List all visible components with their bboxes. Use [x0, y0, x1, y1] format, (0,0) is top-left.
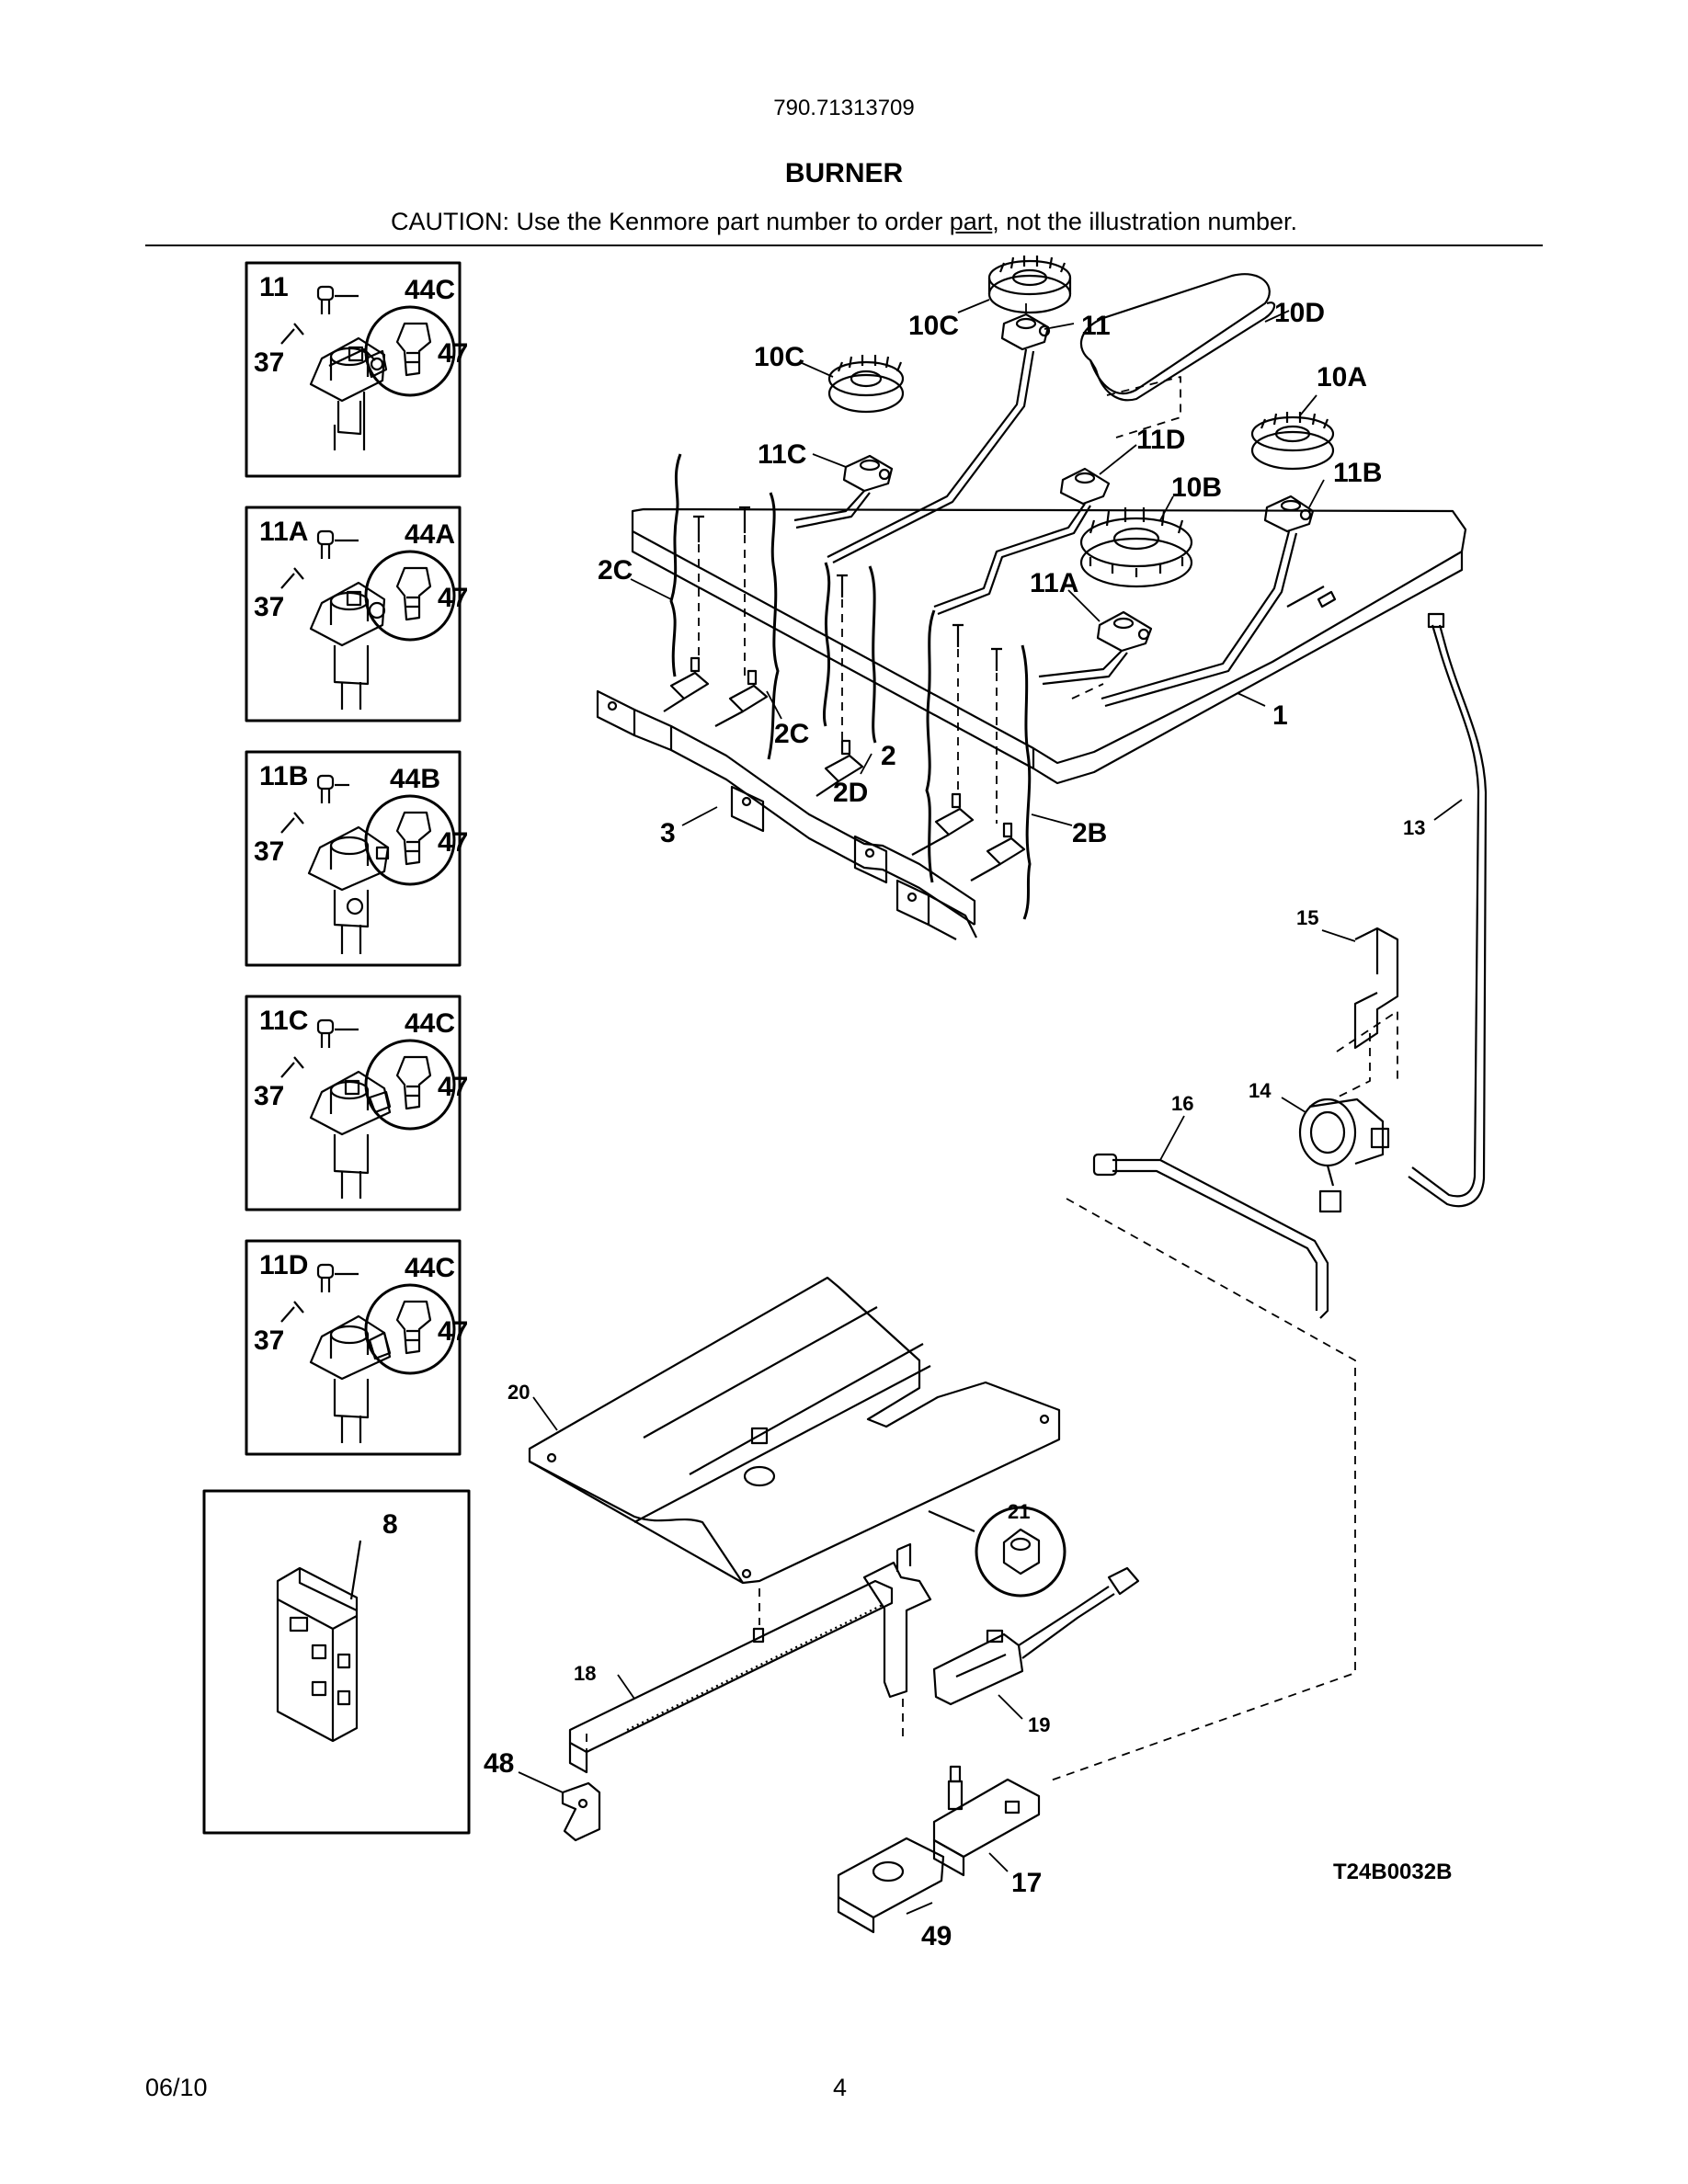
caution-underlined-word: part — [949, 208, 993, 235]
model-number: 790.71313709 — [773, 96, 915, 120]
callout-11c: 11C — [758, 439, 806, 470]
dashed-leaders — [586, 303, 1398, 1782]
caution-note: CAUTION: Use the Kenmore part number to … — [0, 208, 1688, 236]
callout-21: 21 — [1008, 1500, 1030, 1523]
detail-1-valve-label: 11 — [259, 272, 289, 302]
footer-date: 06/10 — [145, 2074, 208, 2101]
tube-bracket — [561, 1781, 601, 1842]
manifold-bar — [631, 507, 1467, 785]
callout-10d: 10D — [1274, 298, 1325, 328]
oven-safety-valve — [932, 1765, 1041, 1877]
burner-cap-10d — [1079, 273, 1276, 402]
detail-3-screw-label: 37 — [254, 836, 284, 867]
burner-head-10b — [1079, 507, 1193, 588]
detail-4-valve-label: 11C — [259, 1006, 308, 1036]
detail-4-orifice-label: 47 — [438, 1072, 468, 1102]
callout-3: 3 — [660, 818, 676, 848]
burner-valve-11a — [1096, 610, 1153, 653]
callout-13: 13 — [1403, 816, 1425, 839]
detail-4-screw-label: 37 — [254, 1081, 284, 1111]
callout-2d: 2D — [833, 778, 868, 808]
nut-detail — [928, 1506, 1066, 1598]
callout-10c-top: 10C — [908, 311, 959, 341]
callout-49: 49 — [921, 1921, 952, 1951]
gas-supply-tube — [1408, 612, 1488, 1208]
gas-valves — [663, 656, 1026, 882]
callout-2b: 2B — [1072, 818, 1107, 848]
part-callouts: 10C 11 10D 10C 10A 11C 11D 10B 11B 2C 11… — [484, 298, 1452, 1951]
callout-2c-left: 2C — [598, 555, 633, 586]
diagram-code: T24B0032B — [1333, 1860, 1452, 1884]
burner-valve-11d — [1059, 467, 1111, 506]
pressure-regulator — [1298, 1098, 1390, 1213]
detail-5-cap-label: 44C — [405, 1253, 455, 1283]
safety-valve-bracket — [837, 1837, 945, 1934]
detail-3-cap-label: 44B — [390, 764, 440, 794]
detail-3-orifice-label: 47 — [438, 827, 468, 858]
detail-box-4 — [245, 995, 462, 1211]
burner-head-10a — [1250, 412, 1335, 471]
burner-tubes — [793, 348, 1298, 708]
burner-valve-11b — [1263, 495, 1315, 533]
detail-2-cap-label: 44A — [405, 519, 455, 550]
callout-11d: 11D — [1136, 425, 1185, 455]
regulator-bracket — [1353, 927, 1399, 1050]
callout-14: 14 — [1249, 1079, 1272, 1102]
oven-burner-tube — [568, 1542, 932, 1774]
callout-48: 48 — [484, 1748, 514, 1779]
callout-2c-mid: 2C — [774, 719, 809, 749]
callout-18: 18 — [574, 1662, 596, 1685]
detail-box-5 — [245, 1239, 462, 1456]
callout-2: 2 — [881, 741, 896, 771]
manifold-screws — [693, 506, 1002, 671]
detail-1-cap-label: 44C — [405, 275, 455, 305]
detail-4-cap-label: 44C — [405, 1008, 455, 1039]
oven-igniter — [932, 1566, 1140, 1706]
burner-shield — [528, 1276, 1061, 1585]
detail-5-valve-label: 11D — [259, 1250, 308, 1280]
callout-17: 17 — [1011, 1868, 1042, 1898]
caution-text-end: , not the illustration number. — [992, 208, 1297, 235]
callout-11a: 11A — [1030, 568, 1078, 598]
header-rule — [145, 245, 1543, 246]
valve-bracket-rail — [596, 689, 977, 940]
caution-text: CAUTION: Use the Kenmore part number to … — [391, 208, 950, 235]
callout-10c-left: 10C — [754, 342, 804, 372]
footer-page-number: 4 — [833, 2074, 848, 2101]
valve-brackets — [669, 453, 1032, 920]
detail-box-1 — [245, 261, 462, 478]
callout-10a: 10A — [1317, 362, 1367, 392]
burner-valve-11 — [1000, 313, 1051, 351]
detail-box-2 — [245, 506, 462, 722]
spark-module-box — [202, 1489, 471, 1835]
detail-2-screw-label: 37 — [254, 592, 284, 622]
detail-5-orifice-label: 47 — [438, 1316, 468, 1347]
callout-10b: 10B — [1171, 472, 1222, 503]
detail-3-valve-label: 11B — [259, 761, 308, 791]
detail-2-orifice-label: 47 — [438, 583, 468, 613]
section-title: BURNER — [784, 158, 904, 188]
burner-head-10c-left — [827, 355, 905, 414]
detail-box-labels: 11 44C 37 47 11A 44A 37 47 11B 44B 37 47… — [254, 272, 468, 1540]
detail-2-valve-label: 11A — [259, 517, 308, 547]
callout-19: 19 — [1028, 1713, 1050, 1736]
detail-1-screw-label: 37 — [254, 347, 284, 378]
detail-1-orifice-label: 47 — [438, 338, 468, 369]
detail-5-screw-label: 37 — [254, 1325, 284, 1356]
callout-15: 15 — [1296, 906, 1318, 929]
callout-leaders — [518, 299, 1463, 1915]
burner-head-10c-top — [987, 256, 1072, 314]
burner-valve-11c — [842, 454, 894, 493]
callout-1: 1 — [1272, 700, 1288, 731]
callout-16: 16 — [1171, 1092, 1193, 1115]
detail-box-3 — [245, 750, 462, 967]
callout-20: 20 — [508, 1381, 530, 1404]
gas-inlet-tube — [1092, 1153, 1329, 1319]
callout-11b: 11B — [1333, 458, 1382, 488]
module-label: 8 — [382, 1509, 398, 1540]
callout-11-top: 11 — [1081, 311, 1111, 341]
